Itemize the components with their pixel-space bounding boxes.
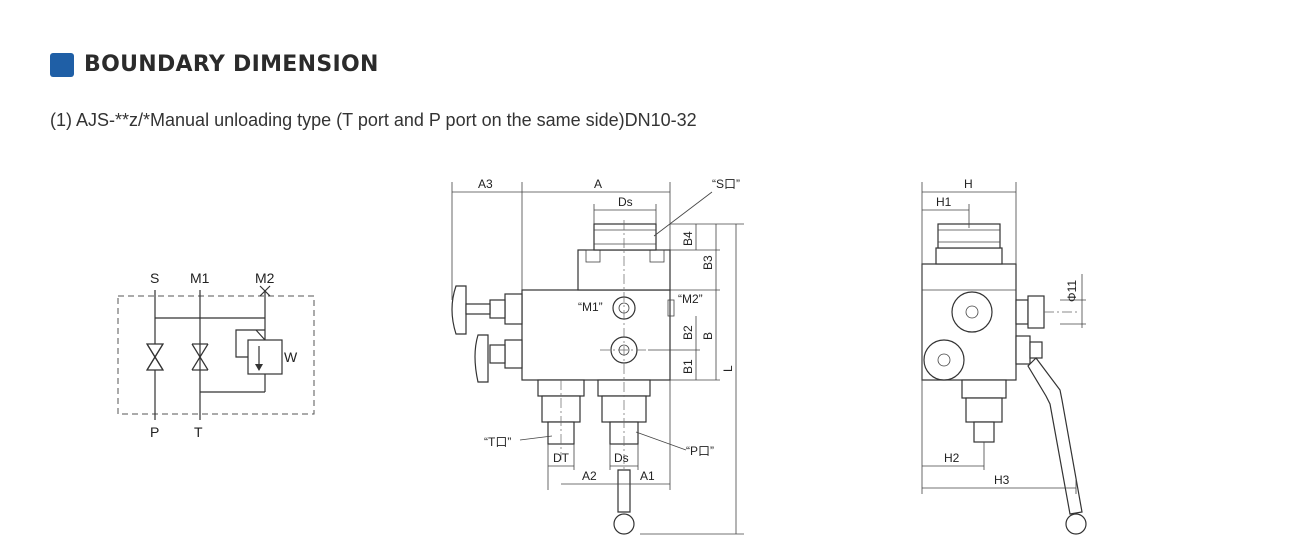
dim-label-h3: H3	[994, 473, 1010, 487]
leader-p-port	[635, 431, 687, 451]
knob-stem-upper	[504, 293, 523, 325]
leader-t-port	[519, 435, 553, 441]
dim-label-b4: B4	[681, 231, 695, 246]
top-gauge-fitting	[593, 223, 657, 251]
side-fitting-body	[1015, 299, 1029, 325]
port-label-p-front: “P口”	[686, 444, 714, 458]
spring-letter: W	[284, 349, 298, 365]
knob-shaft-upper	[465, 303, 491, 315]
side-view-drawing: H H1 Φ11 H2 H3	[921, 177, 1087, 535]
heading-square-icon	[50, 52, 74, 77]
side-upper-cap	[935, 247, 1003, 265]
dim-label-ds-top: Ds	[618, 195, 633, 209]
dim-label-a1: A1	[640, 469, 655, 483]
dim-label-b: B	[701, 332, 715, 340]
schematic-boundary	[117, 295, 315, 415]
handwheel-upper	[451, 285, 467, 335]
m2-cross-b	[259, 285, 271, 297]
lever-hub-cap	[1029, 341, 1043, 359]
relief-pilot-tick	[255, 329, 266, 341]
relief-pilot-line	[235, 329, 265, 358]
section-heading: BOUNDARY DIMENSION	[50, 52, 379, 77]
upper-block-notch-left	[585, 249, 601, 263]
side-bottom-fitting	[965, 397, 1003, 423]
knob-neck-lower	[489, 344, 506, 364]
side-bottom-tube	[973, 421, 995, 443]
port-label-m2: M2	[255, 270, 275, 286]
side-right-fitting	[1027, 295, 1045, 329]
dim-label-b1: B1	[681, 359, 695, 374]
side-knob-upper-hub	[965, 305, 979, 319]
dim-label-a2: A2	[582, 469, 597, 483]
side-knob-upper	[951, 291, 993, 333]
front-view-drawing: A3 A Ds “S口” “M1” “M2” “T口” “P口” B4 B3 B…	[451, 177, 744, 535]
dim-label-b3: B3	[701, 255, 715, 270]
relief-valve-symbol	[247, 339, 283, 375]
valve-s-diag-b	[146, 343, 164, 371]
side-fitting-nut	[961, 379, 1007, 399]
side-lever-ball	[1065, 513, 1087, 535]
port-label-m2-front: “M2”	[678, 292, 703, 306]
side-lever-arm	[1027, 357, 1083, 515]
port-label-s: S	[150, 270, 159, 286]
bottom-handle-stem	[617, 469, 631, 513]
side-knob-lower	[923, 339, 965, 381]
handwheel-lower	[474, 334, 489, 383]
relief-arrow-head	[255, 364, 263, 371]
dim-label-h: H	[964, 177, 973, 191]
port-label-m1-front: “M1”	[578, 300, 603, 314]
model-subtitle: (1) AJS-**z/*Manual unloading type (T po…	[50, 110, 697, 130]
port-label-m1: M1	[190, 270, 210, 286]
knob-stem-lower	[504, 339, 523, 369]
dim-label-l: L	[721, 365, 735, 372]
dim-label-a3: A3	[478, 177, 493, 191]
port-label-s-front: “S口”	[712, 177, 740, 191]
knob-neck-upper	[489, 299, 506, 319]
dim-label-phi11: Φ11	[1065, 280, 1079, 302]
lever-hub	[1015, 335, 1031, 365]
leader-s-port	[653, 191, 713, 237]
side-knob-lower-hub	[937, 353, 951, 367]
m2-port-outline	[667, 299, 675, 317]
dim-label-b2: B2	[681, 325, 695, 340]
hydraulic-schematic: W S M1 M2 P T	[117, 270, 315, 440]
dim-label-h1: H1	[936, 195, 952, 209]
heading-title: BOUNDARY DIMENSION	[84, 52, 379, 77]
dim-label-a: A	[594, 177, 602, 191]
port-label-t: T	[194, 424, 203, 440]
front-main-block	[521, 289, 671, 381]
port-label-t-front: “T口”	[484, 435, 511, 449]
bottom-handle-ball	[613, 513, 635, 535]
dim-label-dt: DT	[553, 451, 570, 465]
dim-label-h2: H2	[944, 451, 960, 465]
dim-label-ds-bottom: Ds	[614, 451, 629, 465]
valve-m1-diag-b	[191, 343, 209, 371]
port-label-p: P	[150, 424, 159, 440]
